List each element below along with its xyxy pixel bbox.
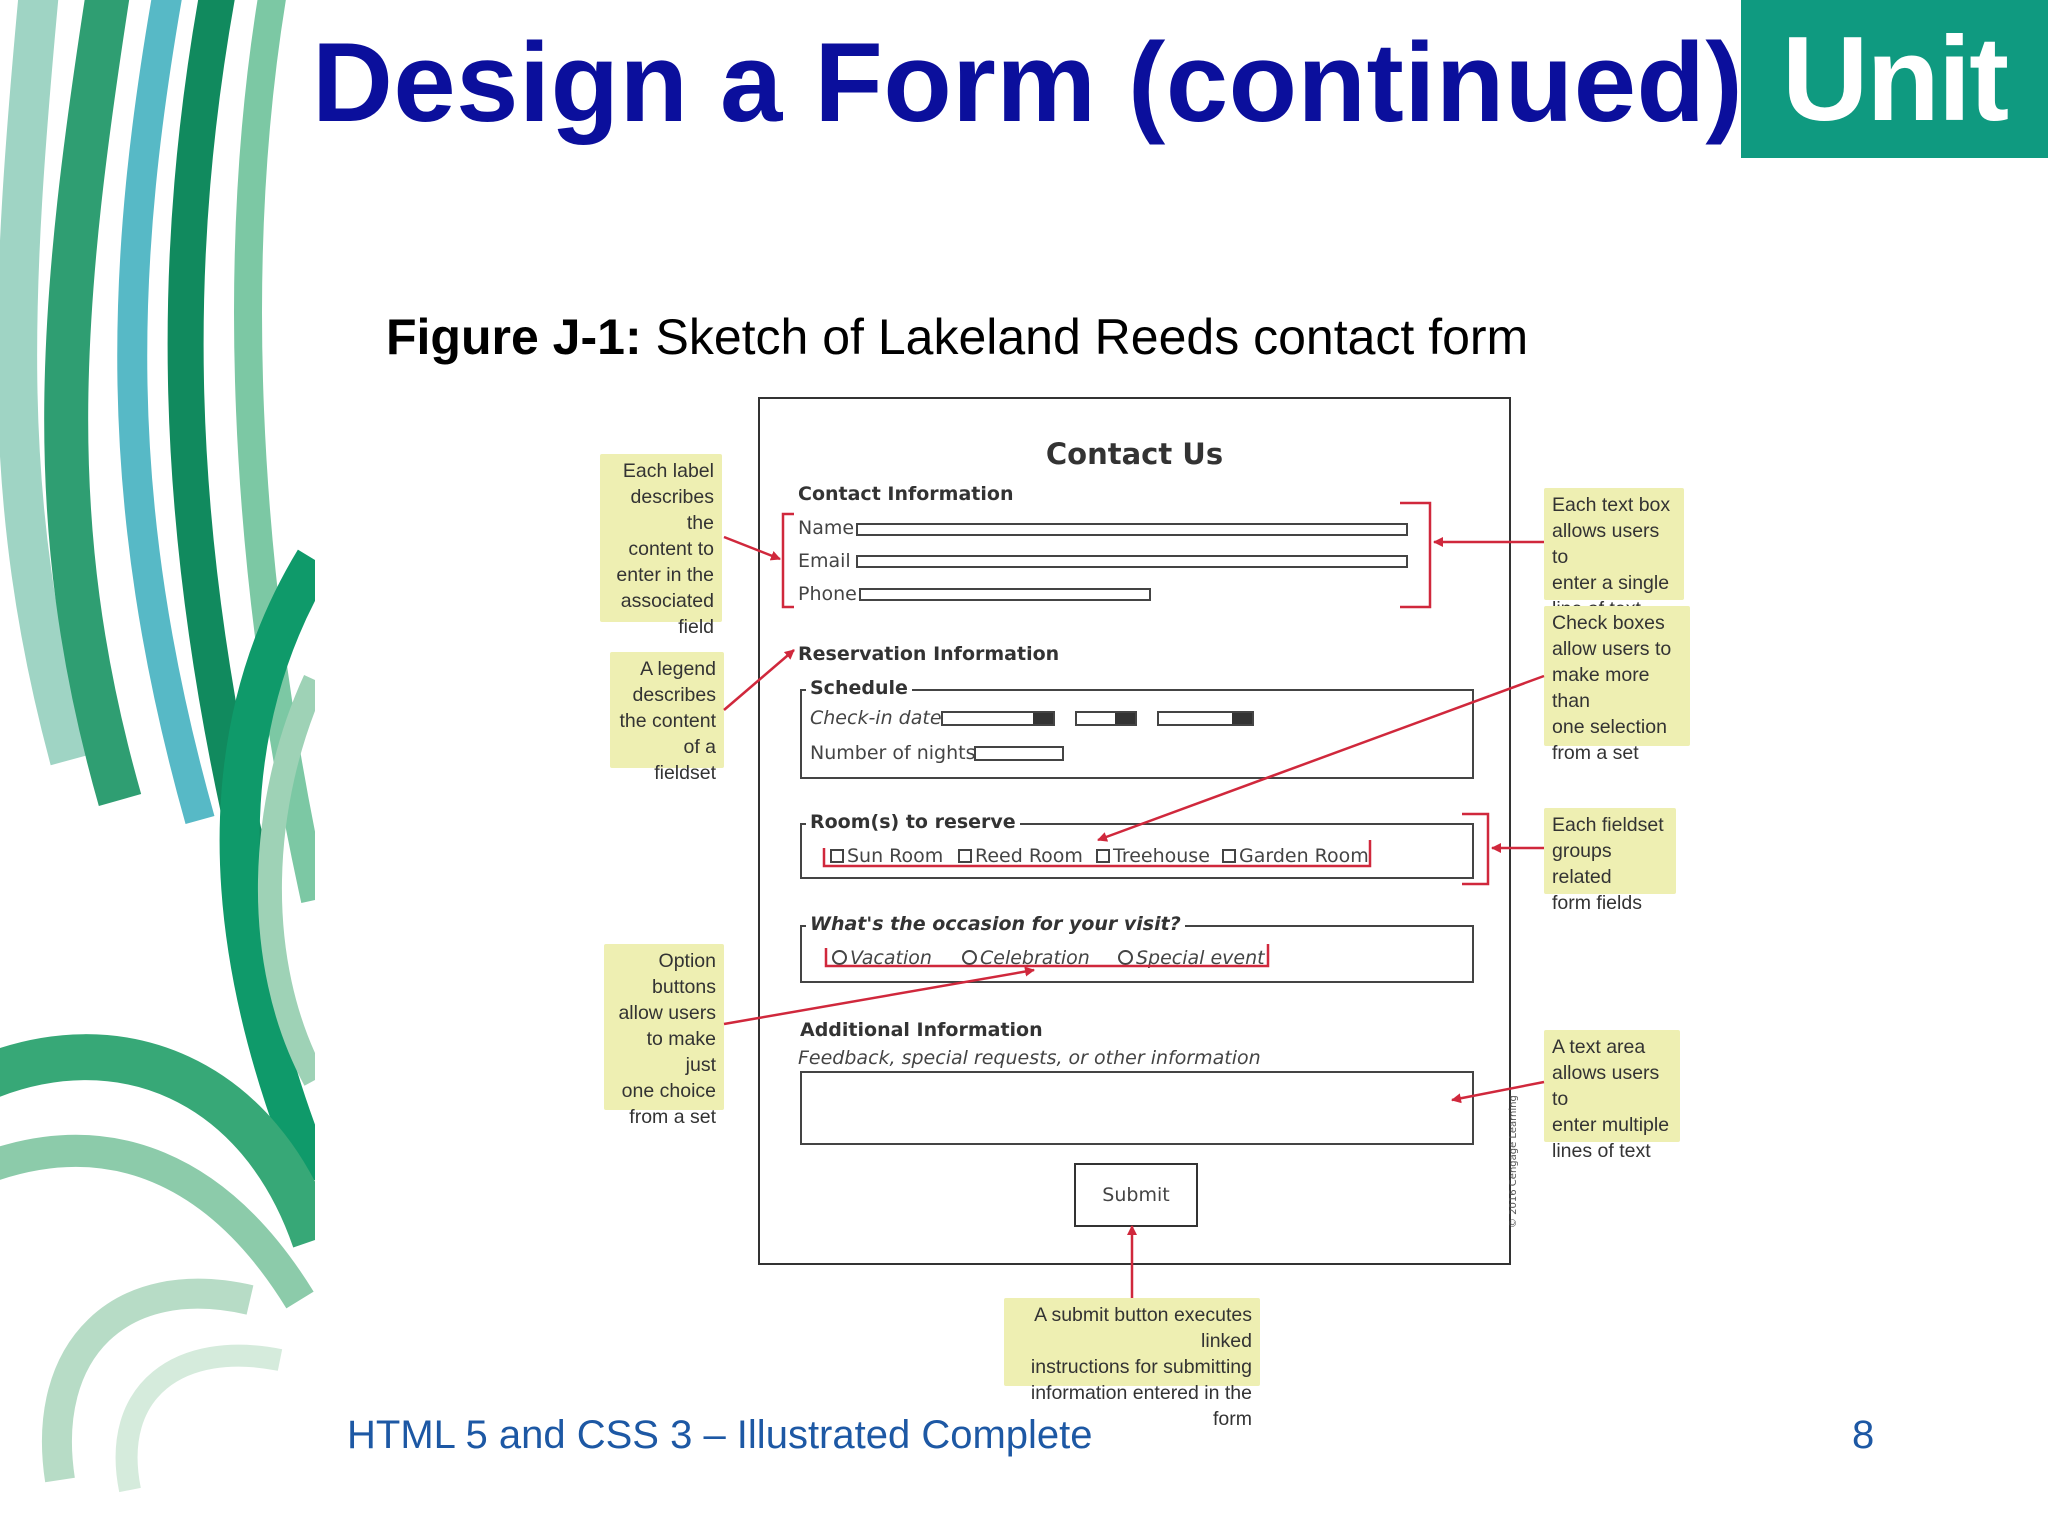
callout-option-buttons-text: Option buttons allow users to make just … bbox=[618, 950, 716, 1128]
schedule-legend: Schedule bbox=[806, 677, 912, 699]
number-of-nights-textbox bbox=[974, 746, 1064, 761]
check-in-year-select bbox=[1157, 711, 1254, 726]
room-option: Treehouse bbox=[1096, 845, 1210, 867]
callout-legend-text: A legend describes the content of a fiel… bbox=[619, 658, 717, 784]
callout-text-area: A text area allows users to enter multip… bbox=[1544, 1030, 1680, 1162]
figure-caption-text: Sketch of Lakeland Reeds contact form bbox=[641, 309, 1529, 365]
figure-caption: Figure J-1: Sketch of Lakeland Reeds con… bbox=[386, 308, 1528, 366]
slide-title: Design a Form (continued) bbox=[312, 20, 1744, 145]
occasion-fieldset: What's the occasion for your visit? bbox=[800, 913, 1474, 983]
occasion-option: Celebration bbox=[962, 947, 1090, 969]
room-option: Garden Room bbox=[1222, 845, 1369, 867]
checkbox-icon bbox=[1096, 849, 1110, 863]
additional-information-heading: Additional Information bbox=[800, 1019, 1043, 1041]
occasion-legend: What's the occasion for your visit? bbox=[806, 913, 1185, 935]
name-label: Name bbox=[798, 517, 855, 539]
callout-text-box-text: Each text box allows users to enter a si… bbox=[1552, 494, 1671, 620]
callout-submit-button: A submit button executes linked instruct… bbox=[1004, 1298, 1260, 1430]
callout-fieldset-text: Each fieldset groups related form fields bbox=[1552, 814, 1664, 914]
form-sketch: Contact Us Contact Information Name Emai… bbox=[758, 397, 1511, 1265]
checkbox-icon bbox=[958, 849, 972, 863]
schedule-fieldset: Schedule bbox=[800, 677, 1474, 779]
radio-icon bbox=[1118, 950, 1133, 965]
callout-legend: A legend describes the content of a fiel… bbox=[610, 652, 724, 784]
room-option-label: Sun Room bbox=[847, 845, 944, 867]
footer-book-title: HTML 5 and CSS 3 – Illustrated Complete bbox=[347, 1413, 1093, 1457]
name-textbox bbox=[856, 523, 1408, 536]
page-number: 8 bbox=[1852, 1413, 1875, 1457]
check-in-date-label: Check-in date bbox=[810, 707, 942, 729]
callout-text-box: Each text box allows users to enter a si… bbox=[1544, 488, 1684, 620]
decorative-stripes bbox=[0, 0, 315, 1493]
unit-badge: Unit J bbox=[1741, 0, 2048, 304]
phone-label: Phone bbox=[798, 583, 857, 605]
radio-icon bbox=[962, 950, 977, 965]
room-option-label: Reed Room bbox=[975, 845, 1083, 867]
phone-textbox bbox=[859, 588, 1151, 601]
number-of-nights-label: Number of nights bbox=[810, 742, 976, 764]
sketch-submit-button: Submit bbox=[1074, 1163, 1198, 1227]
feedback-label: Feedback, special requests, or other inf… bbox=[798, 1047, 1261, 1069]
checkbox-icon bbox=[1222, 849, 1236, 863]
contact-information-heading: Contact Information bbox=[798, 483, 1014, 505]
check-in-day-select bbox=[1075, 711, 1137, 726]
room-option: Reed Room bbox=[958, 845, 1083, 867]
callout-text-area-text: A text area allows users to enter multip… bbox=[1552, 1036, 1670, 1162]
rooms-legend: Room(s) to reserve bbox=[806, 811, 1020, 833]
room-option: Sun Room bbox=[830, 845, 943, 867]
reservation-information-heading: Reservation Information bbox=[798, 643, 1060, 665]
callout-fieldset: Each fieldset groups related form fields bbox=[1544, 808, 1676, 914]
check-in-month-select bbox=[941, 711, 1055, 726]
figure-caption-label: Figure J-1: bbox=[386, 309, 642, 365]
callout-label: Each label describes the content to ente… bbox=[600, 454, 722, 638]
callout-check-boxes: Check boxes allow users to make more tha… bbox=[1544, 606, 1690, 764]
occasion-option-label: Special event bbox=[1136, 947, 1265, 969]
callout-option-buttons: Option buttons allow users to make just … bbox=[604, 944, 724, 1128]
sketch-form-title: Contact Us bbox=[1045, 437, 1224, 471]
occasion-option-label: Celebration bbox=[980, 947, 1090, 969]
callout-check-boxes-text: Check boxes allow users to make more tha… bbox=[1552, 612, 1672, 764]
occasion-option: Special event bbox=[1118, 947, 1265, 969]
radio-icon bbox=[832, 950, 847, 965]
callout-submit-button-text: A submit button executes linked instruct… bbox=[1030, 1304, 1252, 1430]
feedback-textarea bbox=[800, 1071, 1474, 1145]
checkbox-icon bbox=[830, 849, 844, 863]
room-option-label: Garden Room bbox=[1239, 845, 1369, 867]
occasion-option: Vacation bbox=[832, 947, 932, 969]
callout-label-text: Each label describes the content to ente… bbox=[616, 460, 714, 638]
email-label: Email bbox=[798, 550, 851, 572]
email-textbox bbox=[856, 555, 1408, 568]
occasion-option-label: Vacation bbox=[850, 947, 932, 969]
copyright-credit: © 2016 Cengage Learning bbox=[1508, 1095, 1519, 1228]
room-option-label: Treehouse bbox=[1113, 845, 1210, 867]
